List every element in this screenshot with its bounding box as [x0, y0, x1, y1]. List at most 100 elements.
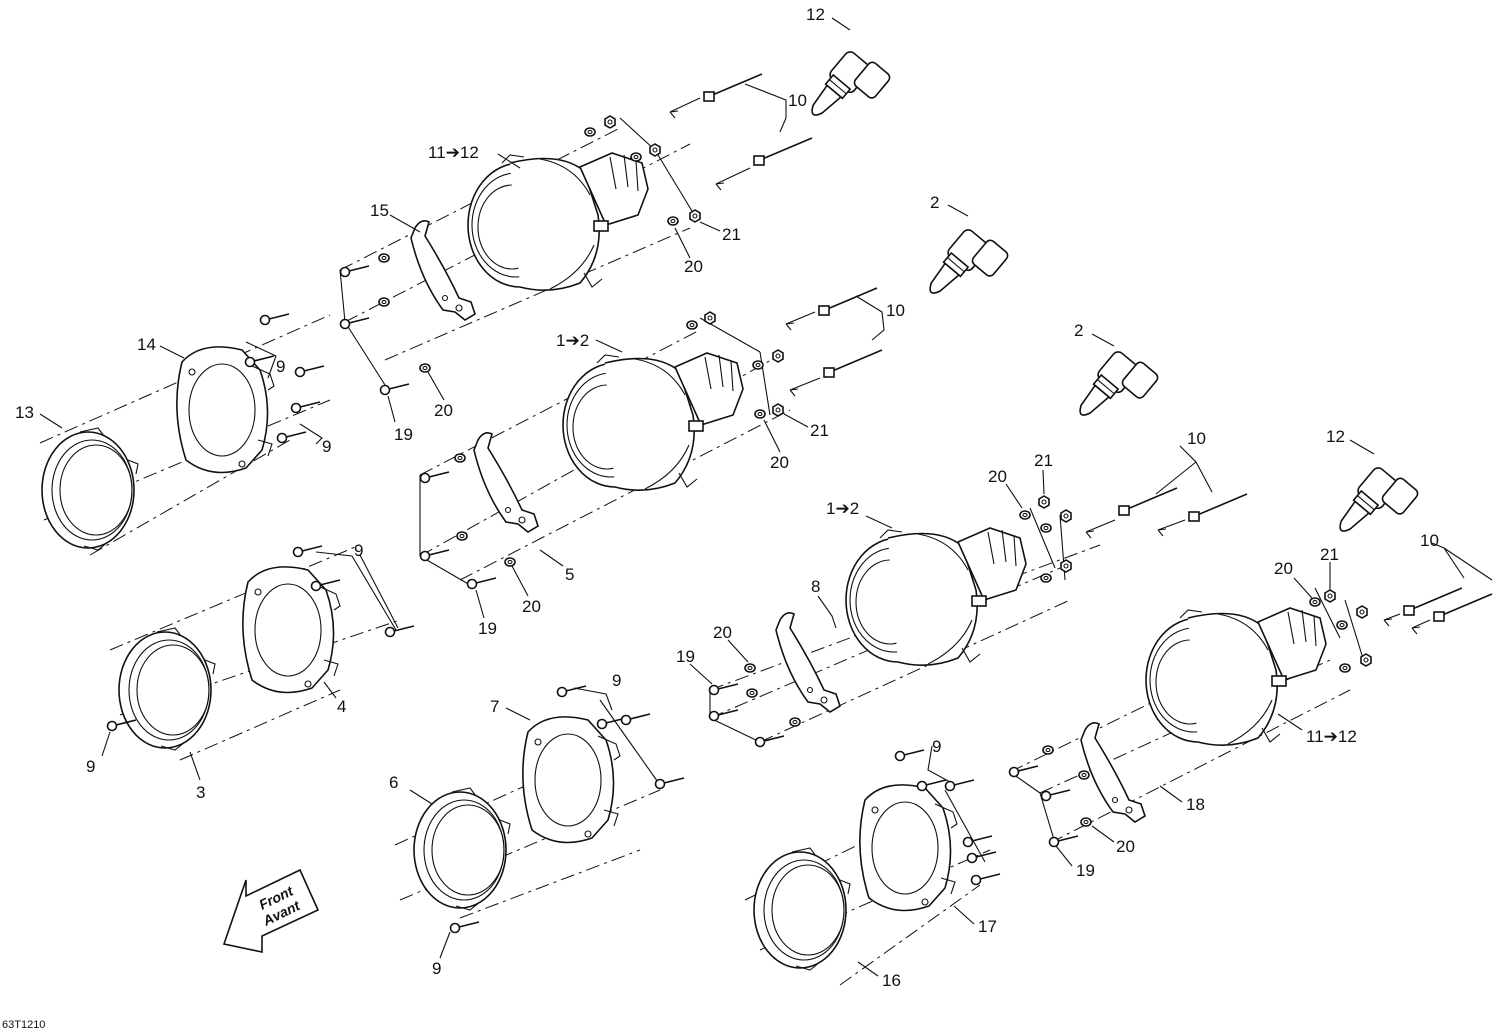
headlamp-11-12-top: [467, 152, 649, 292]
screw-9: [384, 625, 415, 638]
screw-9: [276, 431, 307, 444]
callout-9: 9: [932, 737, 941, 756]
screw-19: [708, 709, 739, 722]
washer-20: [1042, 745, 1092, 827]
callout-9: 9: [276, 357, 285, 376]
headlamp-1-2-right: [845, 527, 1027, 667]
callout-21: 21: [722, 225, 741, 244]
front-direction-arrow: Front Avant: [222, 868, 320, 953]
callout-labels: 12 10 11➔12 15 21 20 2 2 10 1➔2 21 20 14…: [15, 5, 1439, 990]
callout-20: 20: [684, 257, 703, 276]
bolt-10: [823, 349, 883, 378]
callout-20: 20: [713, 623, 732, 642]
callout-9: 9: [322, 437, 331, 456]
callout-4: 4: [337, 697, 346, 716]
screw-9: [620, 713, 651, 726]
callout-3: 3: [196, 783, 205, 802]
screw-19: [419, 549, 450, 562]
callout-7: 7: [490, 697, 499, 716]
callout-15: 15: [370, 201, 389, 220]
callout-19: 19: [676, 647, 695, 666]
callout-12: 12: [1326, 427, 1345, 446]
screw-9: [962, 835, 993, 848]
screw-19: [339, 265, 370, 278]
bulb-2-lower: [1069, 344, 1161, 439]
leader-lines: [39, 17, 1493, 977]
callout-9: 9: [612, 671, 621, 690]
screw-19: [339, 317, 370, 330]
bulb-12-right: [1329, 460, 1421, 555]
callout-5: 5: [565, 565, 574, 584]
bracket-15: [410, 220, 476, 321]
screw-19: [1048, 835, 1079, 848]
screw-9: [654, 777, 685, 790]
callout-19: 19: [1076, 861, 1095, 880]
callout-2: 2: [1074, 321, 1083, 340]
frame-14: [176, 346, 275, 474]
callout-13: 13: [15, 403, 34, 422]
bolt-10: [753, 137, 813, 166]
callout-6: 6: [389, 773, 398, 792]
nut-21: [1324, 589, 1372, 667]
screw-19: [379, 383, 410, 396]
callout-21: 21: [1034, 451, 1053, 470]
nut-21: [1038, 495, 1072, 573]
screw-9: [292, 545, 323, 558]
callout-11-12: 11➔12: [1306, 727, 1357, 746]
screw-9: [970, 873, 1001, 886]
headlamp-1-2-middle: [562, 352, 744, 492]
callout-2: 2: [930, 193, 939, 212]
screw-19: [708, 683, 739, 696]
headlamp-11-12-right: [1145, 607, 1327, 747]
bulb-2-upper: [919, 222, 1011, 317]
ring-16: [753, 847, 851, 971]
bolt-10: [1433, 593, 1493, 622]
callout-20: 20: [770, 453, 789, 472]
frame-7: [522, 716, 621, 844]
bracket-8: [775, 612, 841, 713]
callout-14: 14: [137, 335, 156, 354]
callout-11-12: 11➔12: [428, 143, 479, 162]
parts: [41, 44, 1493, 971]
frame-4: [242, 566, 341, 694]
callout-19: 19: [478, 619, 497, 638]
screw-19: [466, 577, 497, 590]
callout-8: 8: [811, 577, 820, 596]
callout-17: 17: [978, 917, 997, 936]
screw-9: [556, 685, 587, 698]
bulb-12-top: [801, 44, 893, 139]
callout-10: 10: [886, 301, 905, 320]
bracket-18: [1080, 722, 1146, 823]
callout-9: 9: [86, 757, 95, 776]
callout-21: 21: [1320, 545, 1339, 564]
assembly-lines: [39, 117, 1366, 986]
screw-19: [419, 471, 450, 484]
bolt-10: [818, 287, 878, 316]
callout-10: 10: [1187, 429, 1206, 448]
screw-19: [1040, 789, 1071, 802]
screw-9: [894, 749, 925, 762]
bracket-5: [473, 432, 539, 533]
callout-20: 20: [988, 467, 1007, 486]
screw-9: [244, 355, 275, 368]
callout-20: 20: [434, 401, 453, 420]
bolt-10: [1188, 493, 1248, 522]
drawing-code: 63T1210: [2, 1019, 45, 1031]
bolt-10: [1118, 487, 1178, 516]
callout-16: 16: [882, 971, 901, 990]
callout-1-2: 1➔2: [826, 499, 859, 518]
screw-9: [916, 779, 947, 792]
callout-20: 20: [1116, 837, 1135, 856]
callout-18: 18: [1186, 795, 1205, 814]
ring-13: [41, 427, 139, 551]
screw-9: [290, 401, 321, 414]
callout-1-2: 1➔2: [556, 331, 589, 350]
callout-21: 21: [810, 421, 829, 440]
callout-20: 20: [522, 597, 541, 616]
screw-9: [449, 921, 480, 934]
callout-20: 20: [1274, 559, 1293, 578]
screw-9: [259, 313, 290, 326]
screw-9: [294, 365, 325, 378]
callout-12: 12: [806, 5, 825, 24]
